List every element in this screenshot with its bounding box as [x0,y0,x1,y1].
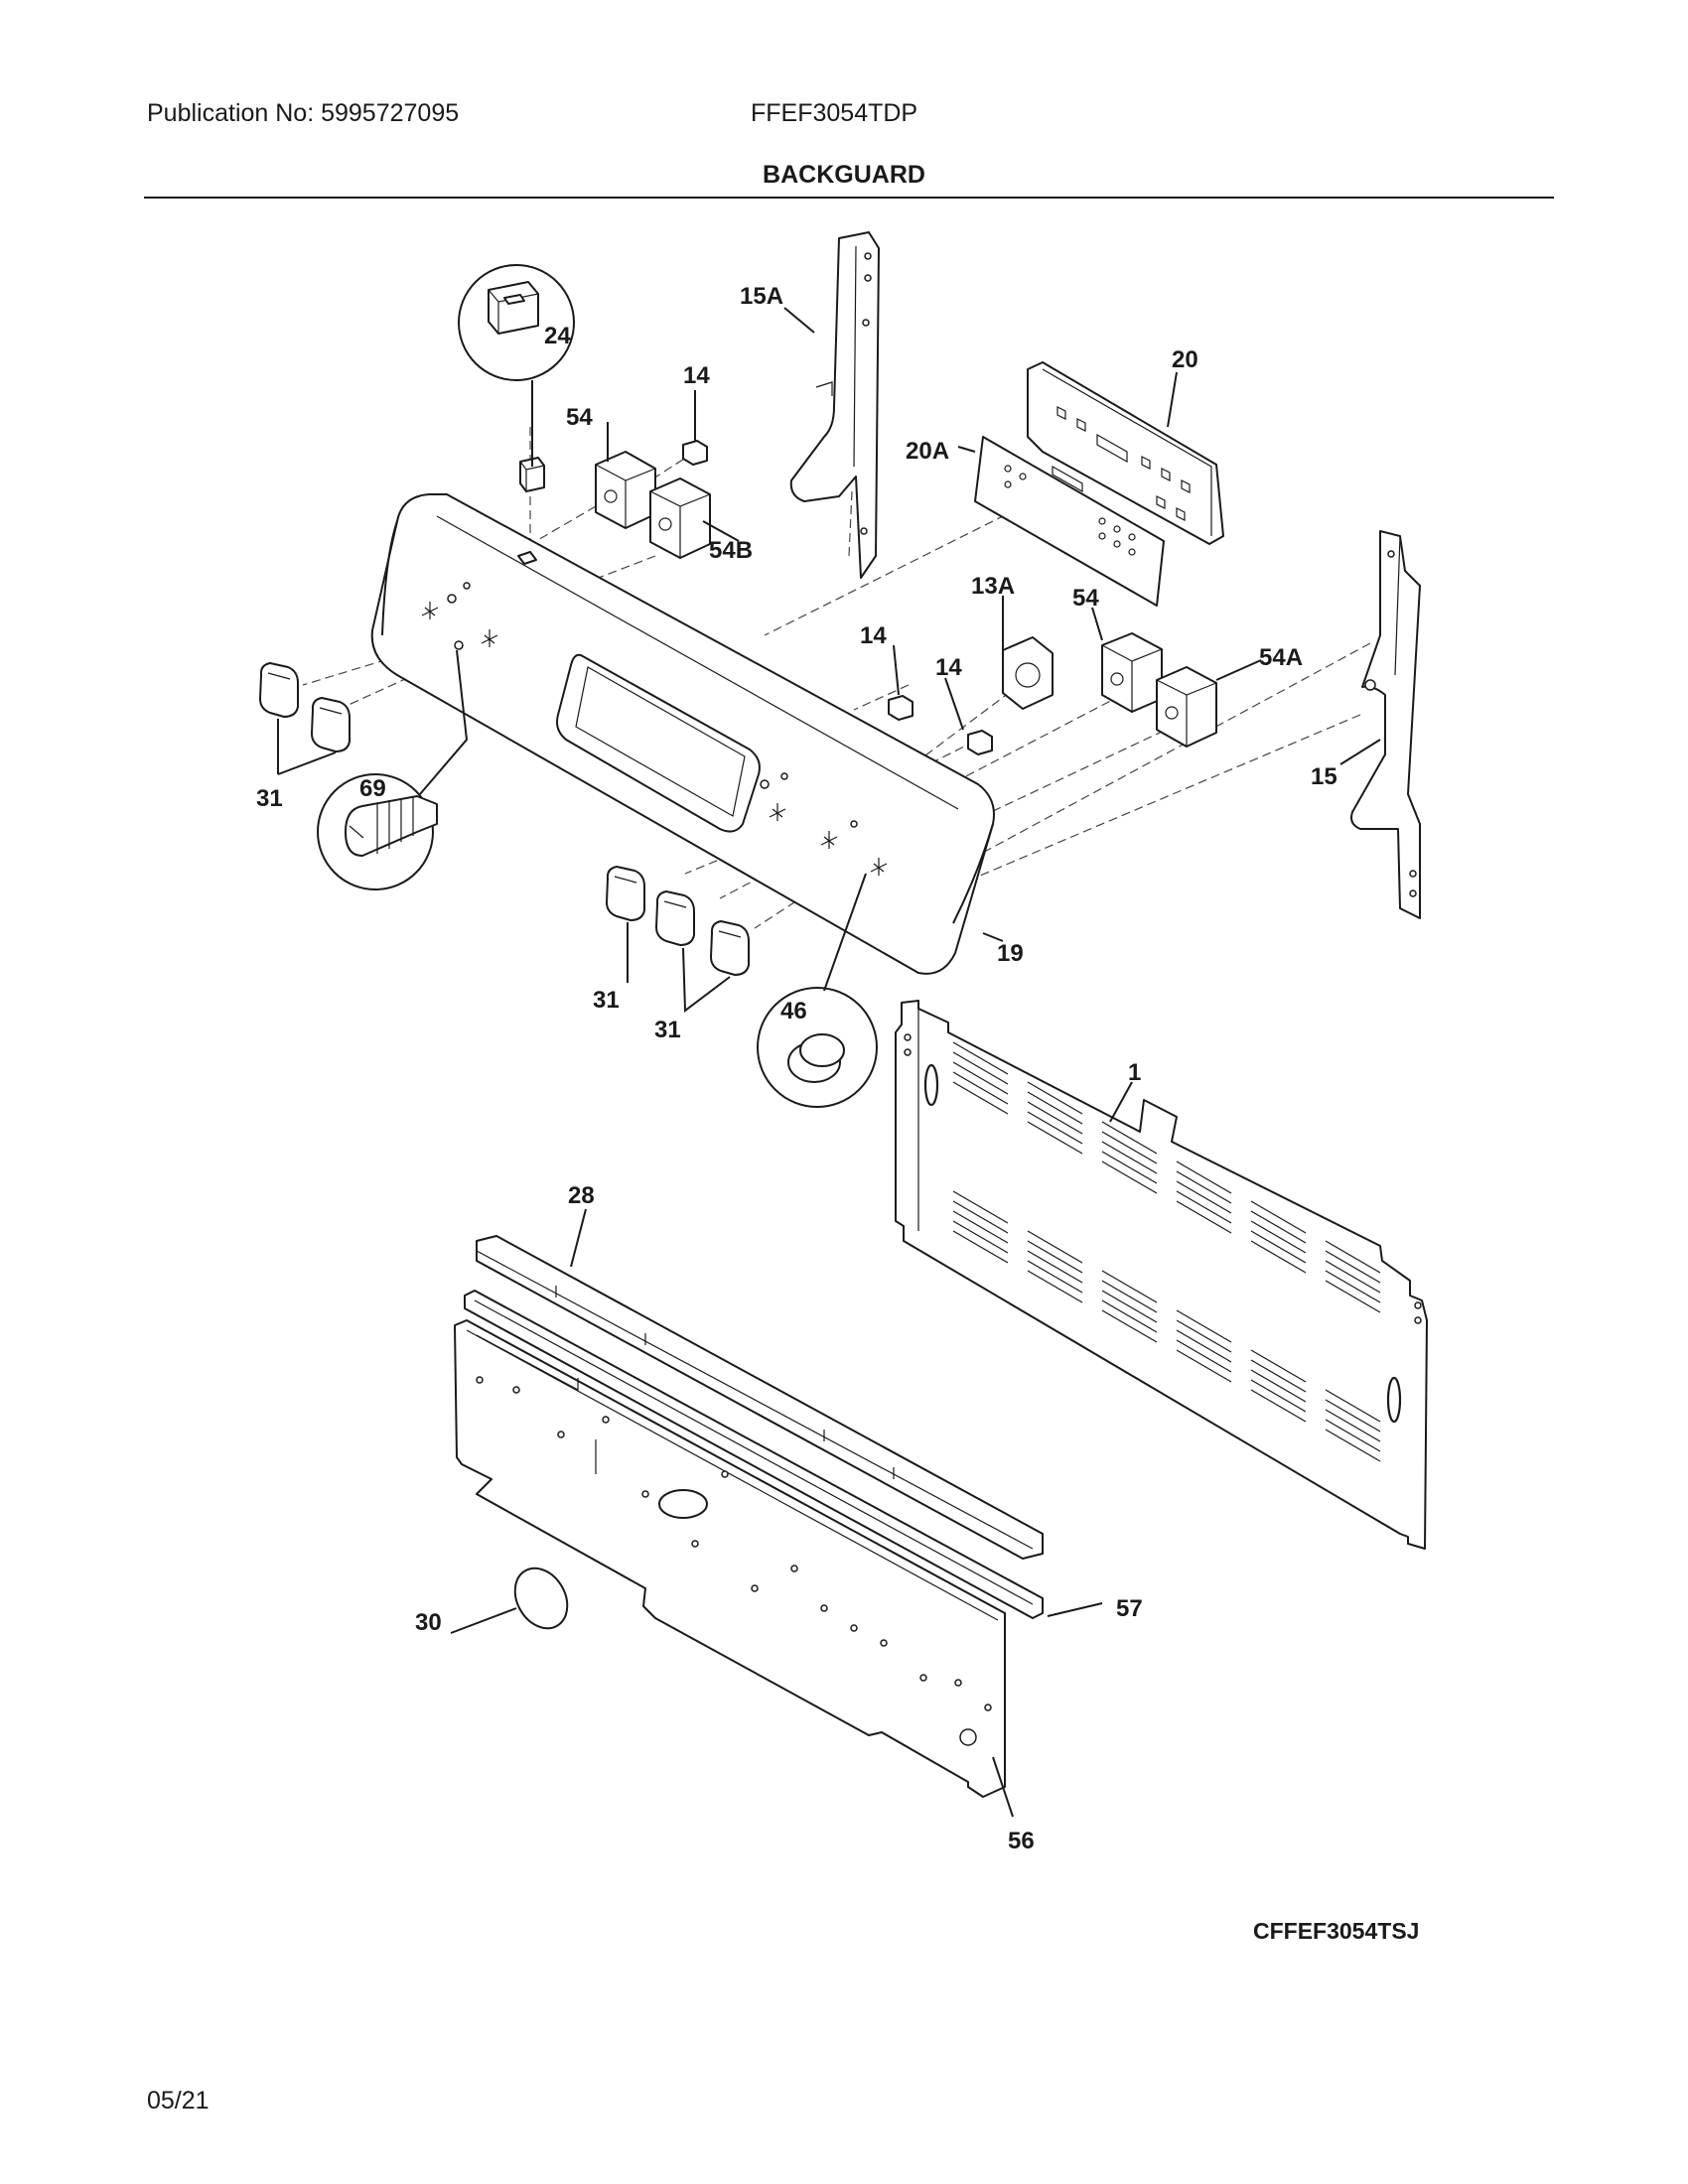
backguard-panel [370,493,995,975]
header-rule [144,197,1554,199]
callout-54b: 54B [709,537,753,564]
leader-lines [277,307,1381,1818]
rocker-switch [519,457,545,492]
signal-light-14-mid [888,695,914,721]
callout-30: 30 [415,1609,442,1636]
callout-14-mid: 14 [860,622,887,649]
control-overlay [974,436,1165,607]
rear-panel [895,1000,1428,1550]
callout-54-right: 54 [1072,585,1099,612]
infinite-switch-13a [1002,636,1054,710]
knob-lower-1 [606,866,645,921]
callout-46: 46 [780,998,807,1024]
callout-31-lower-right: 31 [654,1017,681,1043]
publication-number: Publication No: 5995727095 [147,99,460,127]
callout-57: 57 [1116,1595,1143,1622]
callout-20: 20 [1172,346,1198,373]
rear-panel-louvers [952,1041,1381,1462]
callout-14-top: 14 [683,362,710,389]
infinite-switch-54a [1156,666,1217,748]
infinite-switch-54-left [595,451,656,529]
panel-control-holes [421,582,888,876]
callout-28: 28 [568,1182,595,1209]
callout-54a: 54A [1259,644,1303,671]
callout-13a: 13A [971,573,1015,600]
channel-bracket [464,1290,1044,1619]
mounting-plate [454,1319,1006,1798]
callout-14-low: 14 [935,654,962,681]
knob-upper-left-2 [311,697,351,752]
signal-light-14-top [682,440,708,466]
infinite-switch-54-right [1101,632,1163,713]
detail-circle-rocker-switch [458,264,575,381]
detail-circle-screw [317,773,438,890]
knob-upper-left-1 [259,662,299,718]
callout-24: 24 [544,323,571,349]
callout-15: 15 [1311,763,1337,790]
revision-date: 05/21 [147,2087,210,2115]
detail-circle-plug [757,987,878,1108]
side-bracket-left [789,231,880,579]
signal-light-14-low [967,730,993,755]
model-number: FFEF3054TDP [751,99,918,127]
diagram-code: CFFEF3054TSJ [1253,1918,1420,1944]
hole-plug [513,1567,569,1630]
callout-31-upper: 31 [256,785,283,812]
callout-19: 19 [997,940,1024,967]
callout-54-left: 54 [566,404,593,431]
trim-strip [476,1235,1044,1560]
knob-lower-3 [710,920,750,976]
page-title: BACKGUARD [763,161,925,189]
callout-labels: 24 14 54 54B 15A 20 20A 13A 54 54A 14 14… [256,283,1337,1854]
side-bracket-right [1350,530,1421,919]
callout-31-lower-left: 31 [593,987,620,1014]
callout-15a: 15A [740,283,783,310]
electronic-control-board [1027,361,1224,545]
infinite-switch-54b [649,478,711,559]
callout-56: 56 [1008,1828,1035,1854]
callout-1: 1 [1128,1059,1141,1086]
callout-69: 69 [359,775,386,802]
knob-lower-2 [655,890,695,946]
callout-20a: 20A [906,438,949,465]
